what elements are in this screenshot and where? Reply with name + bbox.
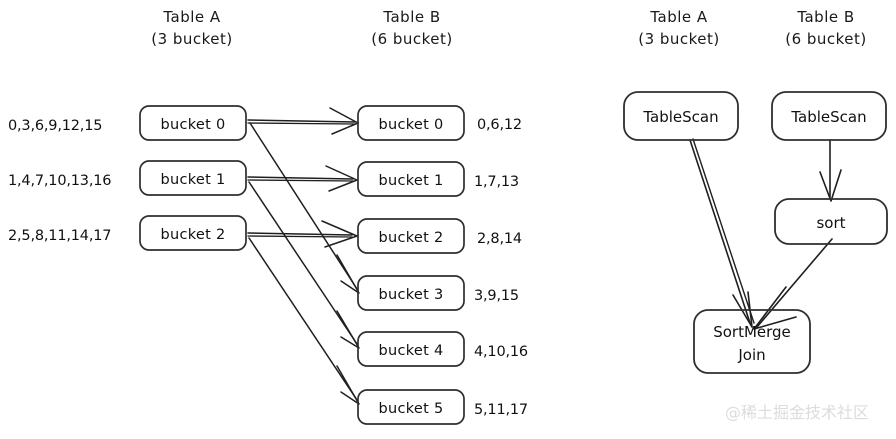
plan-node-tablescan-a[interactable]: TableScan [623, 91, 739, 141]
left-table-a-title: Table A (3 bucket) [151, 8, 233, 48]
table-b-values-5: 5,11,17 [474, 402, 528, 418]
edge-sort-to-join [753, 238, 833, 330]
plan-node-sortmerge-join[interactable]: SortMerge Join [693, 309, 811, 374]
table-b-bucket-5-label: bucket 5 [378, 401, 443, 417]
plan-node-tablescan-b-label: TableScan [790, 108, 866, 126]
plan-table-b-title-line2: (6 bucket) [785, 30, 867, 48]
table-a-bucket-2[interactable]: bucket 2 [139, 215, 247, 251]
edge-scan-b-to-sort [819, 139, 842, 202]
left-table-a-title-line2: (3 bucket) [151, 30, 233, 48]
table-b-bucket-3-label: bucket 3 [378, 287, 443, 303]
table-a-bucket-1[interactable]: bucket 1 [139, 160, 247, 196]
table-b-bucket-4[interactable]: bucket 4 [357, 331, 465, 367]
plan-table-b-title: Table B (6 bucket) [785, 8, 867, 48]
plan-table-b-title-line1: Table B [796, 8, 854, 26]
bucket-mapping-arrows [247, 107, 360, 405]
plan-node-join-label-line1: SortMerge [713, 323, 791, 341]
mapping-arrow-1-to-4 [248, 181, 360, 349]
left-table-b-title: Table B (6 bucket) [371, 8, 453, 48]
table-b-values-4: 4,10,16 [474, 344, 528, 360]
plan-node-sort-label: sort [816, 214, 845, 232]
mapping-arrow-1-to-1 [247, 165, 358, 192]
table-b-bucket-0[interactable]: bucket 0 [357, 105, 465, 141]
table-b-bucket-2[interactable]: bucket 2 [357, 218, 465, 254]
table-a-values-2: 2,5,8,11,14,17 [8, 228, 111, 244]
table-a-bucket-1-label: bucket 1 [160, 172, 225, 188]
table-b-bucket-2-label: bucket 2 [378, 230, 443, 246]
plan-node-join-label-line2: Join [737, 346, 765, 364]
plan-table-a-title-line1: Table A [649, 8, 708, 26]
left-table-b-title-line2: (6 bucket) [371, 30, 453, 48]
mapping-arrow-0-to-3 [249, 122, 360, 294]
table-b-values-3: 3,9,15 [474, 288, 519, 304]
watermark: @稀土掘金技术社区 [725, 403, 869, 422]
table-b-bucket-4-label: bucket 4 [378, 343, 443, 359]
table-a-bucket-0[interactable]: bucket 0 [139, 105, 247, 141]
table-a-values-0: 0,3,6,9,12,15 [8, 118, 102, 134]
table-b-bucket-3[interactable]: bucket 3 [357, 275, 465, 311]
table-a-values-1: 1,4,7,10,13,16 [8, 173, 111, 189]
plan-table-a-title: Table A (3 bucket) [638, 8, 720, 48]
table-b-bucket-1[interactable]: bucket 1 [357, 161, 465, 197]
table-b-values-0: 0,6,12 [477, 117, 522, 133]
plan-table-a-title-line2: (3 bucket) [638, 30, 720, 48]
plan-node-tablescan-a-label: TableScan [642, 108, 718, 126]
left-table-a-title-line1: Table A [162, 8, 221, 26]
table-b-values-2: 2,8,14 [477, 231, 522, 247]
table-b-bucket-5[interactable]: bucket 5 [357, 389, 465, 425]
plan-edges [689, 138, 842, 330]
table-a-bucket-2-label: bucket 2 [160, 227, 225, 243]
mapping-arrow-2-to-2 [247, 220, 358, 248]
plan-node-sort[interactable]: sort [774, 198, 888, 245]
table-b-values-1: 1,7,13 [474, 174, 519, 190]
mapping-arrow-2-to-5 [248, 237, 360, 405]
left-table-b-title-line1: Table B [382, 8, 440, 26]
mapping-arrow-0-to-0 [247, 107, 359, 135]
table-b-bucket-0-label: bucket 0 [378, 117, 443, 133]
plan-node-tablescan-b[interactable]: TableScan [771, 91, 887, 141]
table-a-bucket-0-label: bucket 0 [160, 117, 225, 133]
table-b-bucket-1-label: bucket 1 [378, 173, 443, 189]
edge-scan-a-to-join [689, 138, 755, 328]
